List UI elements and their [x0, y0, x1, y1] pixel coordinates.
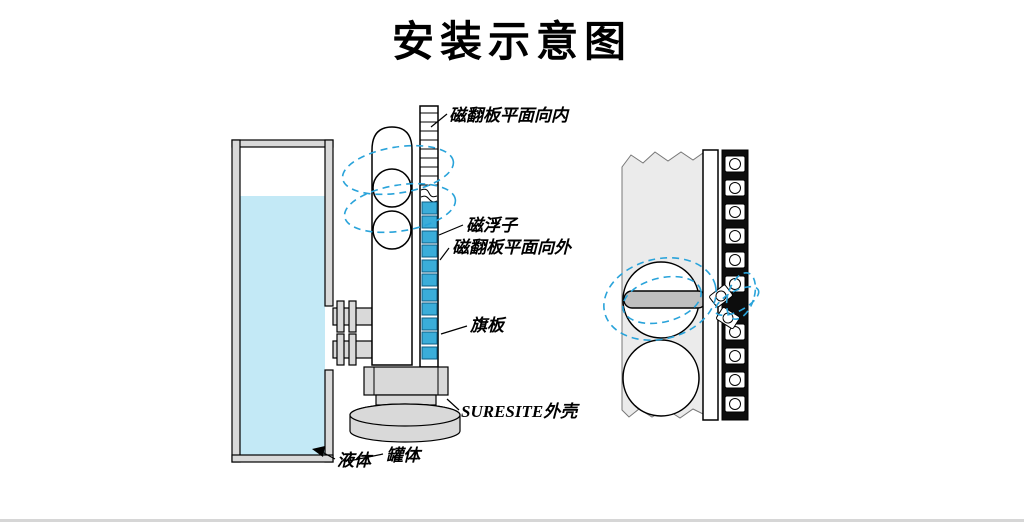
magnetic-field-left: [341, 144, 457, 234]
flange: [348, 300, 357, 333]
float-magnet: [623, 290, 707, 309]
nozzle-upper: [332, 300, 373, 333]
magnetic-field-right: [603, 257, 760, 341]
callouts: 磁翻板平面向内 磁浮子 磁翻板平面向外 旗板 SURESITE外壳 液体 罐体: [312, 106, 580, 470]
label-flap-outward: 磁翻板平面向外: [452, 238, 573, 257]
flange: [348, 333, 357, 366]
tank-left-wall: [231, 139, 241, 463]
label-housing: SURESITE外壳: [461, 402, 580, 421]
page-title: 安装示意图: [391, 20, 632, 66]
flipping-flapper: [716, 307, 740, 329]
label-flap-inward: 磁翻板平面向内: [449, 106, 570, 125]
liquid-arrowhead: [312, 446, 325, 457]
flapper-column-blue: [421, 201, 438, 360]
flapper-strip: [709, 149, 749, 421]
label-flag-plate: 旗板: [469, 316, 507, 335]
label-tank-body: 罐体: [386, 446, 423, 465]
liquid-fill: [240, 196, 325, 455]
gauge-housing-base: [349, 366, 461, 443]
detail-float-bottom: [622, 339, 700, 417]
float-ball-bottom: [372, 210, 412, 250]
float-ball-top: [372, 168, 412, 208]
tank: [231, 139, 334, 463]
tank-top-wall: [231, 139, 334, 148]
tank-bottom-wall: [231, 454, 334, 463]
detail-view: [603, 149, 760, 421]
flapper-rail: [419, 105, 439, 368]
label-liquid: 液体: [337, 451, 374, 470]
chamber-wall-section: [702, 149, 719, 421]
nozzle-lower: [332, 333, 373, 366]
tank-right-wall-upper: [324, 139, 334, 307]
tank-right-wall-lower: [324, 369, 334, 463]
flange: [336, 300, 345, 333]
label-magnetic-float: 磁浮子: [466, 216, 519, 235]
footer-divider: [0, 519, 1024, 522]
flange: [336, 333, 345, 366]
flapper-cells: [724, 155, 746, 413]
flapper-twist: [420, 188, 438, 198]
